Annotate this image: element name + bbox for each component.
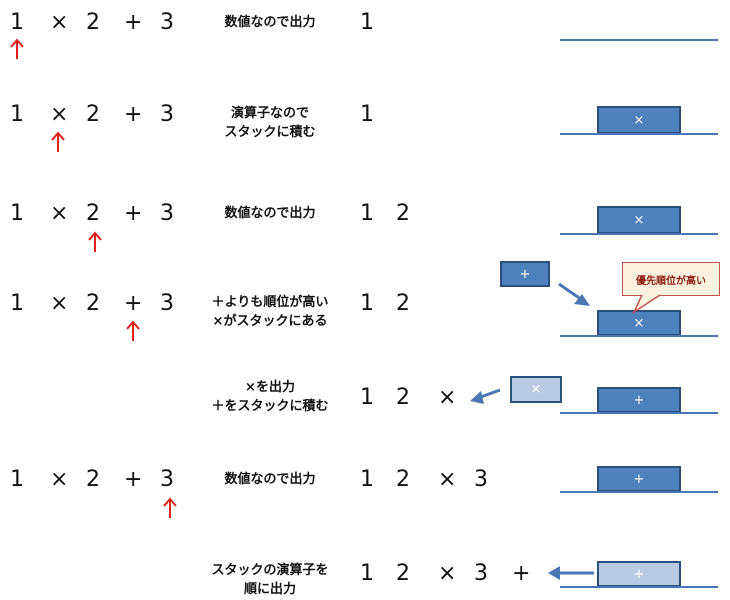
token-3: 3	[160, 201, 174, 226]
token-plus: +	[124, 291, 143, 316]
output-token: 3	[474, 561, 488, 586]
token-plus: +	[124, 102, 143, 127]
step-description: 数値なので出力	[224, 472, 316, 487]
push-arrow-icon	[558, 282, 590, 306]
output-token: 1	[360, 561, 374, 586]
output-token: ×	[438, 561, 457, 586]
callout-tail	[632, 294, 661, 315]
token-times: ×	[50, 10, 69, 35]
step-description: 演算子なのでスタックに積む	[224, 106, 316, 140]
token-3: 3	[160, 291, 174, 316]
token-times: ×	[50, 291, 69, 316]
step-description: スタックの演算子を順に出力	[211, 563, 329, 597]
stack-base-line	[560, 412, 718, 414]
stack-base-line	[560, 586, 718, 588]
token-2: 2	[86, 467, 100, 492]
priority-callout: 優先順位が高い	[622, 262, 720, 296]
token-2: 2	[86, 201, 100, 226]
output-token: 1	[360, 102, 374, 127]
step-description: ＋よりも順位が高い×がスタックにある	[211, 295, 329, 329]
token-3: 3	[160, 467, 174, 492]
output-token: 3	[474, 467, 488, 492]
popped-operator-box: ×	[510, 376, 562, 403]
stack-base-line	[560, 39, 718, 41]
pointer-arrow-icon	[10, 38, 24, 59]
output-token: 1	[360, 467, 374, 492]
token-2: 2	[86, 291, 100, 316]
output-token: ×	[438, 467, 457, 492]
token-times: ×	[50, 201, 69, 226]
pointer-arrow-icon	[126, 320, 140, 341]
step-description: 数値なので出力	[224, 206, 316, 221]
token-plus: +	[124, 10, 143, 35]
pointer-arrow-icon	[88, 231, 102, 252]
token-1: 1	[10, 467, 24, 492]
stack-base-line	[560, 491, 718, 493]
output-token: 1	[360, 385, 374, 410]
pointer-arrow-icon	[51, 131, 65, 152]
pop-arrow-icon	[470, 388, 501, 404]
token-1: 1	[10, 201, 24, 226]
token-plus: +	[124, 467, 143, 492]
output-token: 2	[396, 561, 410, 586]
token-times: ×	[50, 102, 69, 127]
output-token: +	[512, 561, 531, 586]
step-description: 数値なので出力	[224, 15, 316, 30]
token-2: 2	[86, 102, 100, 127]
output-token: ×	[438, 385, 457, 410]
token-1: 1	[10, 10, 24, 35]
token-times: ×	[50, 467, 69, 492]
output-token: 2	[396, 201, 410, 226]
output-token: 1	[360, 291, 374, 316]
stack-operator-box: ×	[597, 106, 681, 134]
token-3: 3	[160, 102, 174, 127]
stack-base-line	[560, 335, 718, 337]
stack-base-line	[560, 133, 718, 135]
token-1: 1	[10, 102, 24, 127]
token-1: 1	[10, 291, 24, 316]
output-token: 2	[396, 467, 410, 492]
pointer-arrow-icon	[163, 497, 177, 518]
token-3: 3	[160, 10, 174, 35]
incoming-operator-box: +	[500, 261, 550, 287]
pop-arrow-icon	[548, 566, 594, 580]
output-token: 2	[396, 385, 410, 410]
output-token: 2	[396, 291, 410, 316]
output-token: 1	[360, 10, 374, 35]
token-plus: +	[124, 201, 143, 226]
stack-base-line	[560, 233, 718, 235]
step-description: ×を出力＋をスタックに積む	[211, 380, 329, 414]
stack-operator-box: ×	[597, 310, 681, 336]
output-token: 1	[360, 201, 374, 226]
token-2: 2	[86, 10, 100, 35]
